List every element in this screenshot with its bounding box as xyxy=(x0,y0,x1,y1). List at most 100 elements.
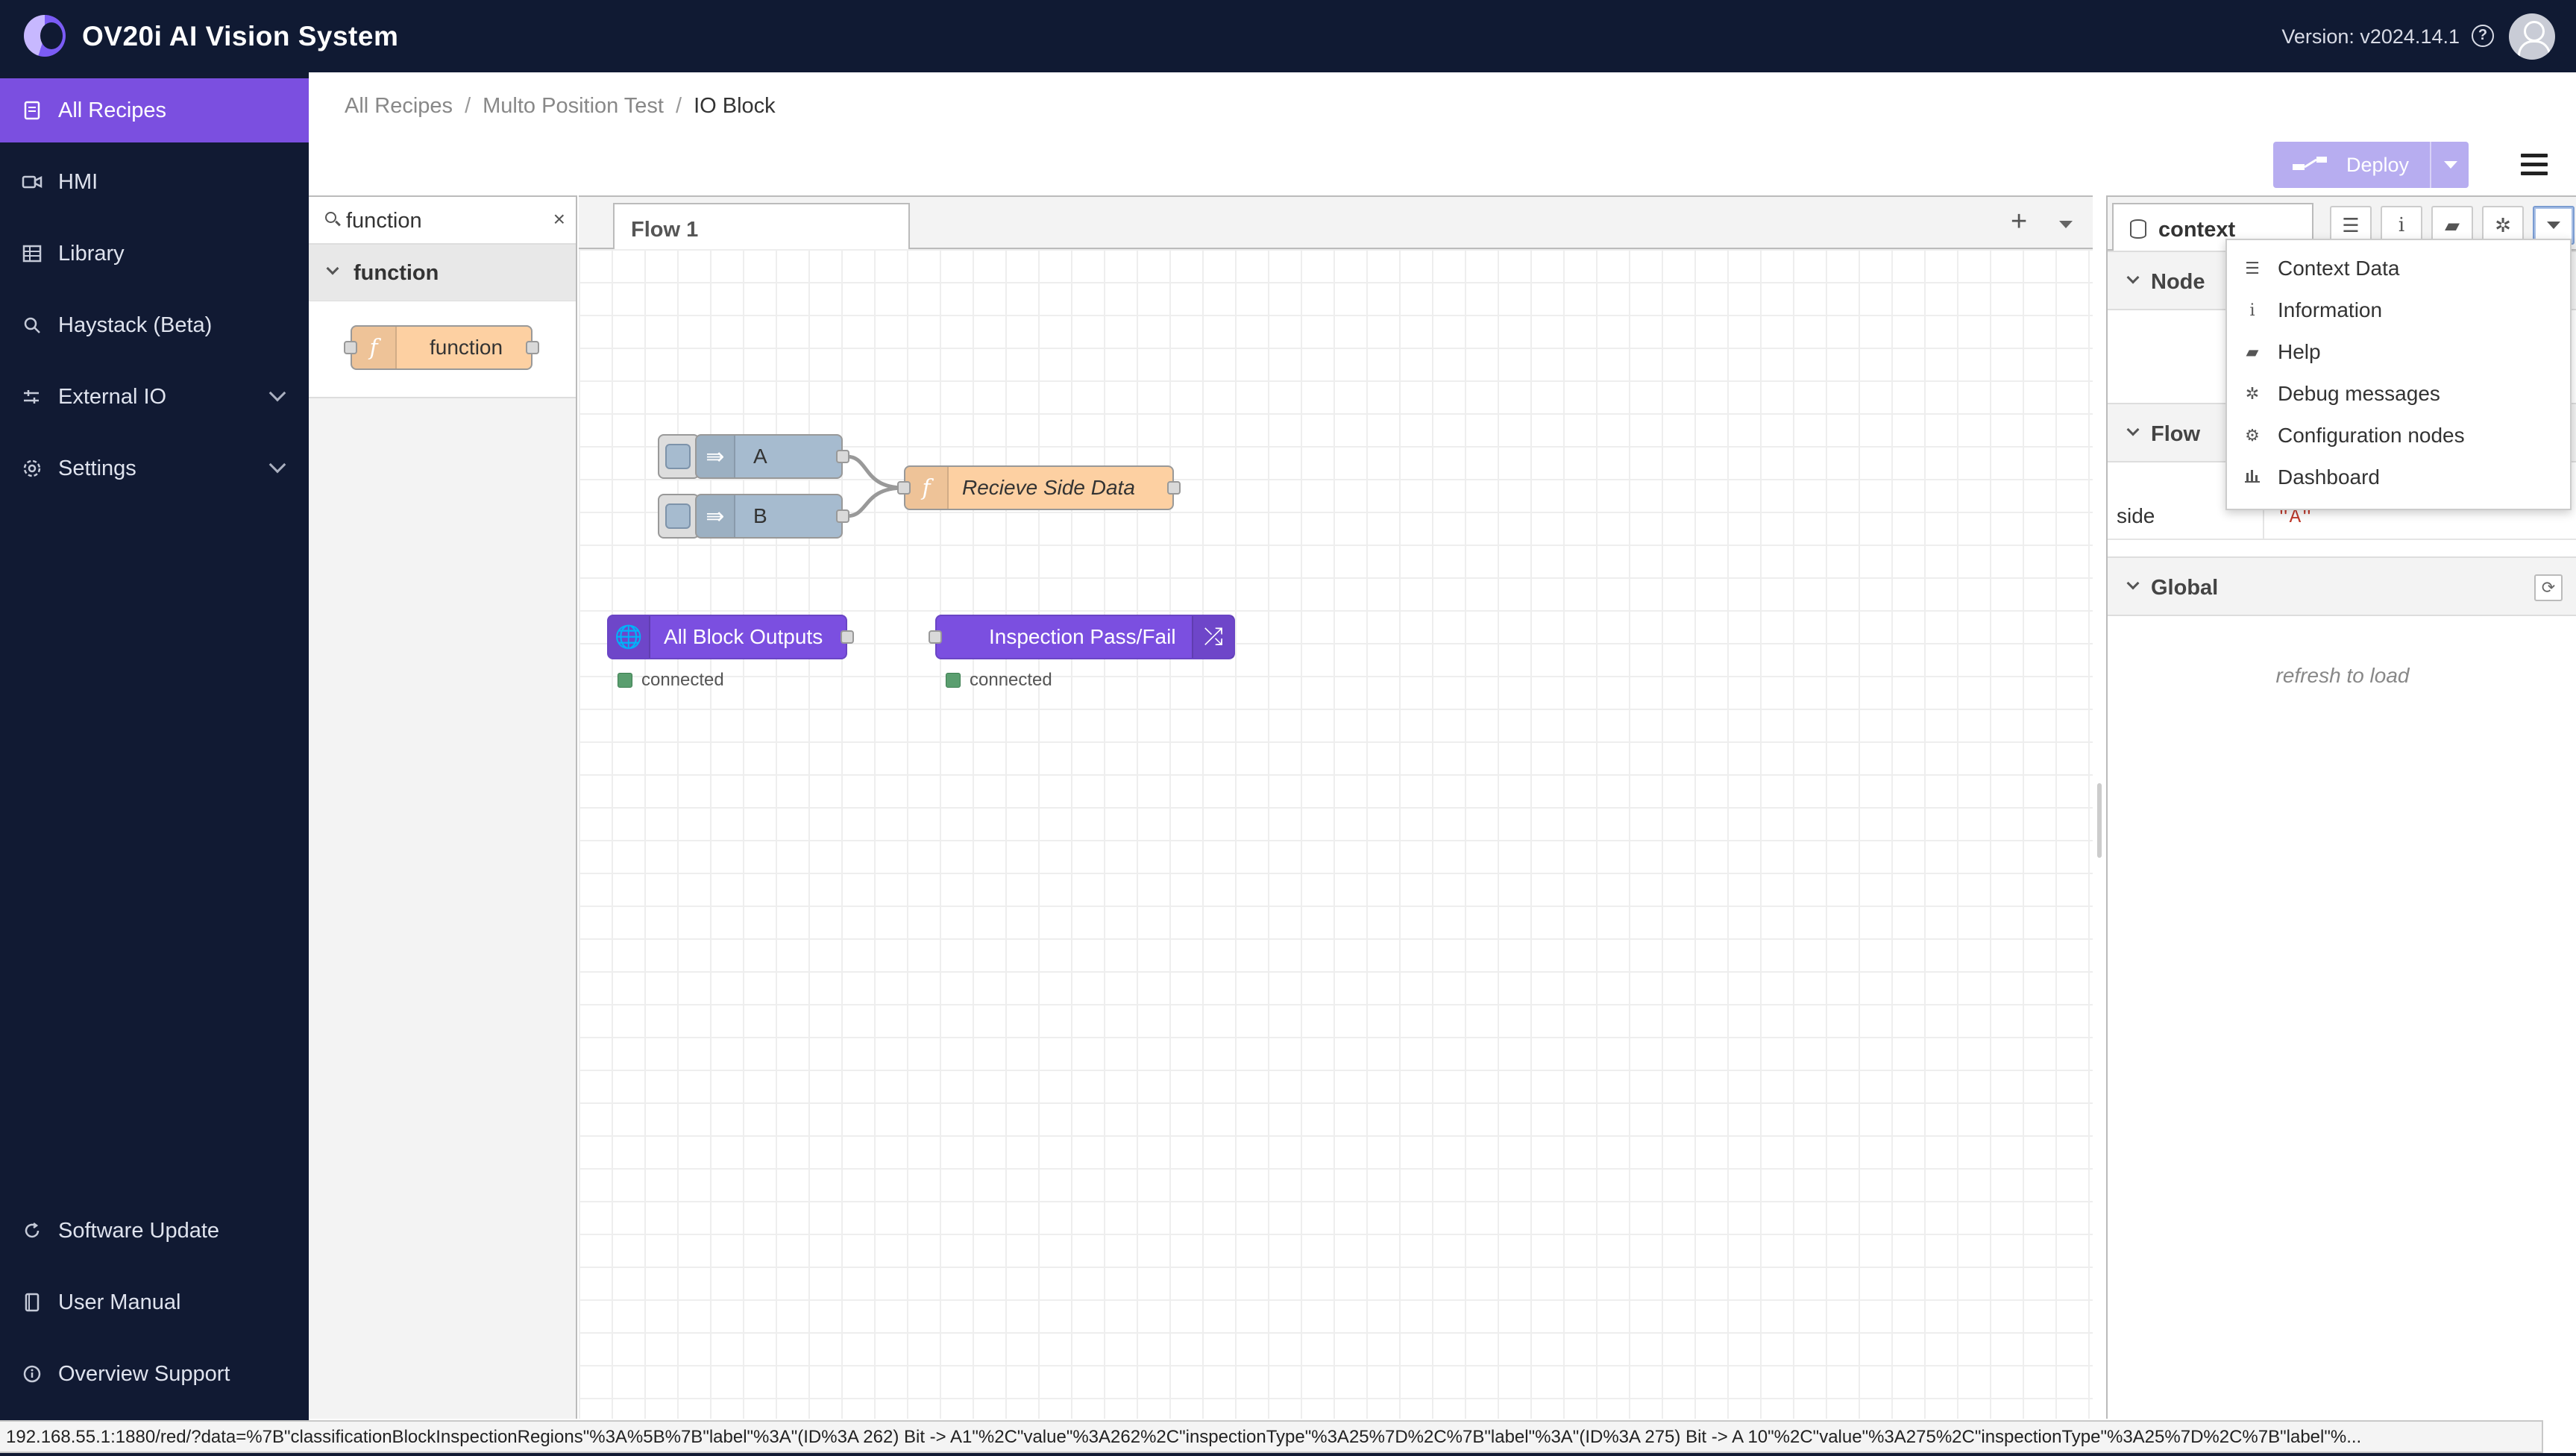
tab-flow-1[interactable]: Flow 1 xyxy=(613,203,910,252)
chevron-down-icon xyxy=(2126,271,2140,284)
sidebar-item-settings[interactable]: Settings xyxy=(0,436,309,501)
sidebar-tabs-dropdown-menu: ☰ Context Data i Information ▰ Help ✲ De… xyxy=(2225,239,2572,510)
breadcrumb: All Recipes/Multo Position Test/IO Block xyxy=(345,94,776,119)
io-icon xyxy=(21,386,43,408)
clear-icon[interactable]: × xyxy=(553,207,565,230)
context-key: side xyxy=(2117,504,2155,527)
link-in-toggle[interactable] xyxy=(658,434,700,479)
sidebar-item-label: All Recipes xyxy=(58,98,167,122)
flow-workspace[interactable]: ⇛ A ⇛ B f Recieve Side Data 🌐 All Block … xyxy=(579,249,2093,1419)
node-mqtt-inspection-pass-fail[interactable]: Inspection Pass/Fail ⤮ xyxy=(929,615,1235,659)
node-label: Recieve Side Data xyxy=(962,476,1135,499)
function-icon: f xyxy=(905,467,949,509)
toggle-square xyxy=(665,444,691,469)
breadcrumb-link-all-recipes[interactable]: All Recipes xyxy=(345,94,453,118)
sidebar-item-overview-support[interactable]: Overview Support xyxy=(0,1342,309,1406)
sidebar-item-library[interactable]: Library xyxy=(0,222,309,286)
sidebar-item-all-recipes[interactable]: All Recipes xyxy=(0,78,309,142)
chevron-down-icon xyxy=(268,384,286,402)
breadcrumb-separator: / xyxy=(676,94,682,118)
globe-icon: 🌐 xyxy=(609,616,650,658)
help-tab-button[interactable]: ▰ xyxy=(2431,206,2473,245)
node-link-in-a[interactable]: ⇛ A xyxy=(695,434,849,479)
sidebar-item-software-update[interactable]: Software Update xyxy=(0,1199,309,1263)
node-palette: × function f function xyxy=(309,195,577,1419)
database-icon: ☰ xyxy=(2245,259,2260,277)
add-flow-icon[interactable]: + xyxy=(2011,206,2028,237)
sidebar-resize-handle[interactable] xyxy=(2097,783,2102,858)
sidebar-item-label: Software Update xyxy=(58,1218,220,1243)
sidebar-item-external-io[interactable]: External IO xyxy=(0,365,309,429)
node-output-port[interactable] xyxy=(526,341,539,354)
help-icon[interactable]: ? xyxy=(2472,25,2494,47)
bug-icon: ✲ xyxy=(2245,384,2260,403)
app-logo-icon xyxy=(24,15,66,57)
node-output-port[interactable] xyxy=(1167,481,1181,495)
sidebar-item-label: External IO xyxy=(58,384,167,409)
section-label: Flow xyxy=(2151,422,2201,446)
shuffle-icon: ⤮ xyxy=(1192,616,1234,658)
user-avatar-icon[interactable] xyxy=(2509,13,2555,60)
status-url-bar: 192.168.55.1:1880/red/?data=%7B"classifi… xyxy=(0,1420,2543,1453)
palette-category-body: f function xyxy=(309,301,576,398)
menu-item-label: Information xyxy=(2278,298,2383,321)
section-label: Global xyxy=(2151,576,2219,600)
main-menu-icon[interactable] xyxy=(2521,154,2548,176)
menu-item-dashboard[interactable]: Dashboard xyxy=(2227,456,2570,498)
chevron-down-icon xyxy=(268,456,286,474)
deploy-icon xyxy=(2293,157,2327,170)
node-input-port[interactable] xyxy=(897,481,911,495)
palette-node-function[interactable]: f function xyxy=(344,325,539,370)
function-icon: f xyxy=(352,327,397,368)
sidebar-item-label: Haystack (Beta) xyxy=(58,313,213,337)
deploy-label: Deploy xyxy=(2346,153,2410,176)
node-mqtt-all-block-outputs[interactable]: 🌐 All Block Outputs xyxy=(607,615,854,659)
breadcrumb-link-recipe[interactable]: Multo Position Test xyxy=(483,94,664,118)
node-output-port[interactable] xyxy=(836,450,849,463)
breadcrumb-separator: / xyxy=(465,94,471,118)
tab-label: context xyxy=(2158,218,2236,242)
sidebar-item-user-manual[interactable]: User Manual xyxy=(0,1270,309,1334)
node-function-recieve-side-data[interactable]: f Recieve Side Data xyxy=(897,465,1181,510)
context-tab-button[interactable]: ☰ xyxy=(2330,206,2372,245)
node-link-in-b[interactable]: ⇛ B xyxy=(695,494,849,539)
node-label: B xyxy=(753,504,767,527)
bug-icon: ✲ xyxy=(2495,213,2511,236)
bottom-strip xyxy=(0,1453,2576,1456)
menu-item-debug-messages[interactable]: ✲ Debug messages xyxy=(2227,373,2570,415)
document-icon xyxy=(21,99,43,122)
palette-search-input[interactable] xyxy=(346,206,533,236)
menu-item-help[interactable]: ▰ Help xyxy=(2227,331,2570,373)
node-output-port[interactable] xyxy=(841,630,854,644)
palette-category-function[interactable]: function xyxy=(309,245,576,301)
sidebar-item-label: Settings xyxy=(58,456,136,480)
node-status-text: connected xyxy=(641,670,724,690)
node-output-port[interactable] xyxy=(836,509,849,523)
menu-item-information[interactable]: i Information xyxy=(2227,289,2570,331)
menu-item-configuration-nodes[interactable]: ⚙ Configuration nodes xyxy=(2227,415,2570,456)
section-global[interactable]: Global ⟳ xyxy=(2108,556,2576,616)
sidebar-item-hmi[interactable]: HMI xyxy=(0,150,309,214)
sidebar-item-label: User Manual xyxy=(58,1290,181,1314)
node-input-port[interactable] xyxy=(929,630,942,644)
status-connected-icon xyxy=(618,673,632,688)
deploy-dropdown-button[interactable] xyxy=(2430,142,2469,188)
sidebar-item-label: Overview Support xyxy=(58,1361,230,1386)
context-divider xyxy=(2263,491,2264,540)
bar-chart-icon xyxy=(2243,467,2261,488)
menu-item-context-data[interactable]: ☰ Context Data xyxy=(2227,248,2570,289)
global-refresh-hint[interactable]: refresh to load xyxy=(2275,664,2410,687)
link-arrow-icon: ⇛ xyxy=(697,436,735,477)
wire-layer xyxy=(846,454,905,518)
chevron-down-icon xyxy=(326,262,339,275)
refresh-icon[interactable]: ⟳ xyxy=(2534,574,2563,601)
search-icon xyxy=(21,314,43,336)
link-in-toggle[interactable] xyxy=(658,494,700,539)
sidebar-item-haystack[interactable]: Haystack (Beta) xyxy=(0,293,309,357)
deploy-button[interactable]: Deploy xyxy=(2273,142,2469,188)
link-arrow-icon: ⇛ xyxy=(697,495,735,537)
sidebar-item-label: Library xyxy=(58,241,125,266)
flow-list-dropdown-icon[interactable] xyxy=(2059,221,2073,228)
refresh-icon xyxy=(21,1220,43,1242)
node-input-port[interactable] xyxy=(344,341,357,354)
